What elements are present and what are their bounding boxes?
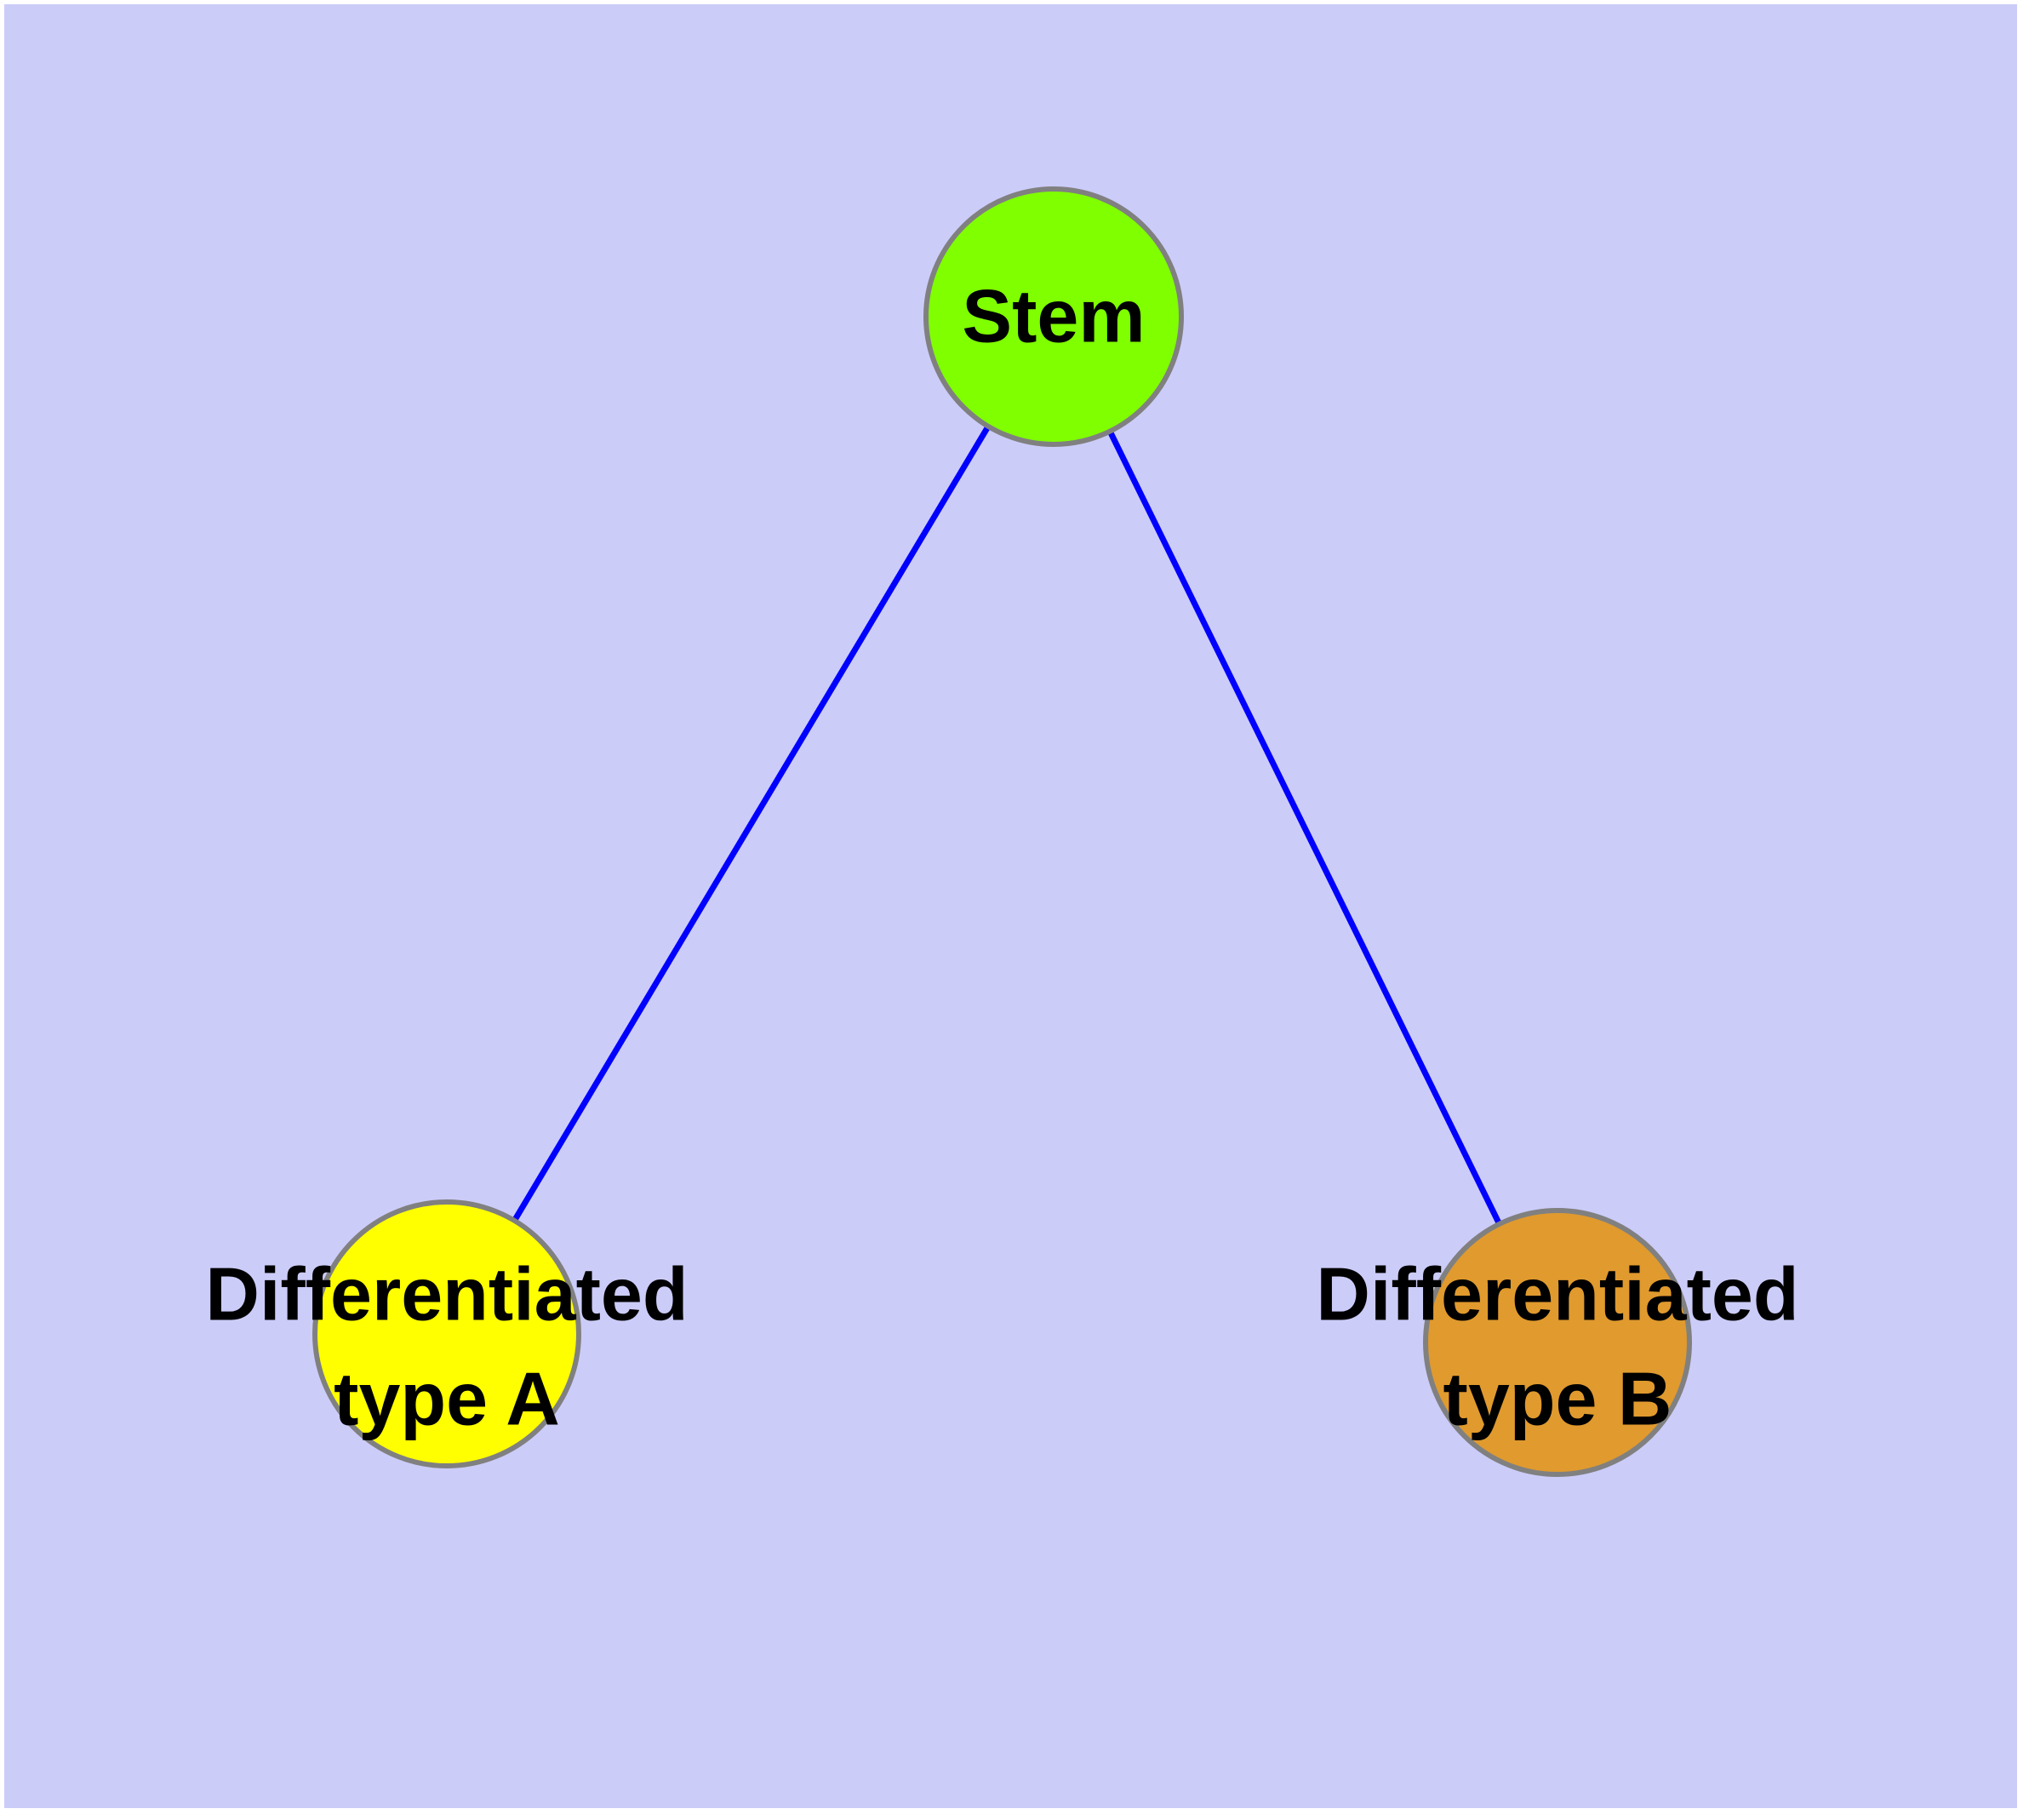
edge-stem-to-differentiated-type-b[interactable]: [1050, 315, 1561, 1344]
node-layer: Stem Differentiated type A Differentiate…: [205, 186, 1799, 1477]
node-differentiated-type-b-label-line1: Differentiated: [1316, 1251, 1798, 1336]
node-differentiated-type-b[interactable]: Differentiated type B: [1316, 1208, 1799, 1477]
node-differentiated-type-b-label-line2: type B: [1443, 1356, 1672, 1440]
node-differentiated-type-a[interactable]: Differentiated type A: [205, 1199, 689, 1468]
node-differentiated-type-b-circle[interactable]: [1423, 1208, 1692, 1477]
node-differentiated-type-a-label-line1: Differentiated: [205, 1251, 688, 1336]
node-differentiated-type-a-label-line2: type A: [334, 1356, 560, 1440]
edge-layer: [443, 315, 1561, 1344]
node-differentiated-type-a-circle[interactable]: [312, 1199, 581, 1468]
node-stem-circle[interactable]: [923, 186, 1184, 447]
edge-stem-to-differentiated-type-a[interactable]: [443, 315, 1057, 1336]
node-stem-label: Stem: [962, 273, 1145, 358]
node-stem[interactable]: Stem: [923, 186, 1184, 447]
